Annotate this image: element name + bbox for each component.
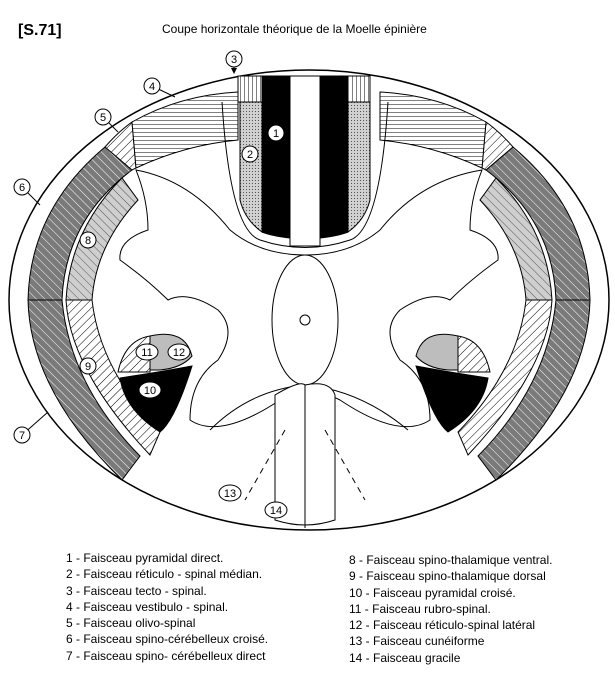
band-4-left bbox=[131, 91, 239, 169]
marker-label: 11 bbox=[141, 347, 152, 359]
marker-label: 13 bbox=[224, 488, 236, 500]
legend-item: 14 - Faisceau gracile bbox=[349, 650, 461, 665]
band-1-left bbox=[261, 75, 291, 239]
median-fissure bbox=[289, 75, 321, 247]
marker-label: 10 bbox=[144, 385, 156, 397]
marker-circle bbox=[94, 108, 112, 126]
band-7-left bbox=[27, 299, 141, 481]
legend-item: 12 - Faisceau réticulo-spinal latéral bbox=[349, 618, 536, 633]
marker-circle bbox=[13, 426, 31, 444]
legend-item: 6 - Faisceau spino-cérébelleux croisé. bbox=[66, 632, 269, 647]
legend-item: 10 - Faisceau pyramidal croisé. bbox=[349, 585, 516, 600]
marker-label: 9 bbox=[85, 361, 91, 373]
intermediate-septum-right bbox=[324, 429, 366, 501]
legend-item: 11 - Faisceau rubro-spinal. bbox=[349, 601, 491, 616]
figure-reference: [S.71] bbox=[18, 22, 62, 39]
marker-circle bbox=[135, 343, 159, 361]
marker-label: 6 bbox=[19, 182, 25, 194]
band-3-left bbox=[237, 75, 263, 103]
legend-left: 1 - Faisceau pyramidal direct. 2 - Faisce… bbox=[66, 550, 268, 664]
marker-circle bbox=[264, 501, 288, 519]
marker-label: 4 bbox=[149, 81, 155, 93]
figure-title: Coupe horizontale théorique de la Moelle… bbox=[162, 22, 427, 36]
central-canal bbox=[299, 314, 311, 326]
band-7-right bbox=[477, 299, 591, 481]
marker-circle bbox=[79, 357, 97, 375]
legend-item: 5 - Faisceau olivo-spinal bbox=[66, 616, 196, 631]
legend-item: 3 - Faisceau tecto - spinal. bbox=[66, 583, 207, 598]
legend-item: 13 - Faisceau cunéiforme bbox=[349, 634, 485, 649]
marker-circle bbox=[267, 124, 285, 142]
tract-10-right bbox=[415, 365, 489, 433]
tract-12-right bbox=[415, 333, 459, 371]
band-9-left bbox=[65, 299, 161, 456]
marker-label: 1 bbox=[273, 128, 279, 140]
legend-item: 4 - Faisceau vestibulo - spinal. bbox=[66, 599, 229, 614]
marker-circle bbox=[13, 178, 31, 196]
band-1-right bbox=[319, 75, 349, 239]
marker-circle bbox=[143, 77, 161, 95]
legend-right: 8 - Faisceau spino-thalamique ventral. 9 … bbox=[349, 552, 552, 666]
marker-circle bbox=[79, 231, 97, 249]
marker-label: 8 bbox=[85, 235, 91, 247]
band-9-right bbox=[457, 299, 553, 456]
arrow-icon bbox=[231, 68, 237, 74]
legend-item: 2 - Faisceau réticulo - spinal médian. bbox=[66, 567, 263, 582]
tract-10-left bbox=[119, 365, 193, 433]
marker-label: 3 bbox=[231, 54, 237, 66]
marker-circle bbox=[218, 484, 242, 502]
legend-item: 7 - Faisceau spino- cérébelleux direct bbox=[66, 648, 266, 663]
legend-item: 1 - Faisceau pyramidal direct. bbox=[66, 551, 224, 565]
legend-item: 8 - Faisceau spino-thalamique ventral. bbox=[349, 553, 553, 567]
marker-label: 7 bbox=[19, 430, 25, 442]
band-4-right bbox=[379, 91, 487, 169]
marker-label: 2 bbox=[247, 149, 253, 161]
marker-label: 14 bbox=[270, 505, 282, 517]
marker-label: 12 bbox=[173, 347, 185, 359]
marker-circle bbox=[241, 145, 259, 163]
legend-item: 9 - Faisceau spino-thalamique dorsal bbox=[349, 569, 546, 584]
marker-circle bbox=[138, 381, 162, 399]
inner-outline bbox=[221, 101, 389, 248]
marker-circle bbox=[167, 343, 191, 361]
band-2-right bbox=[347, 101, 371, 233]
marker-label: 5 bbox=[100, 112, 106, 124]
marker-circle bbox=[225, 50, 243, 68]
intermediate-septum-left bbox=[244, 429, 286, 501]
band-3-right bbox=[345, 75, 371, 103]
